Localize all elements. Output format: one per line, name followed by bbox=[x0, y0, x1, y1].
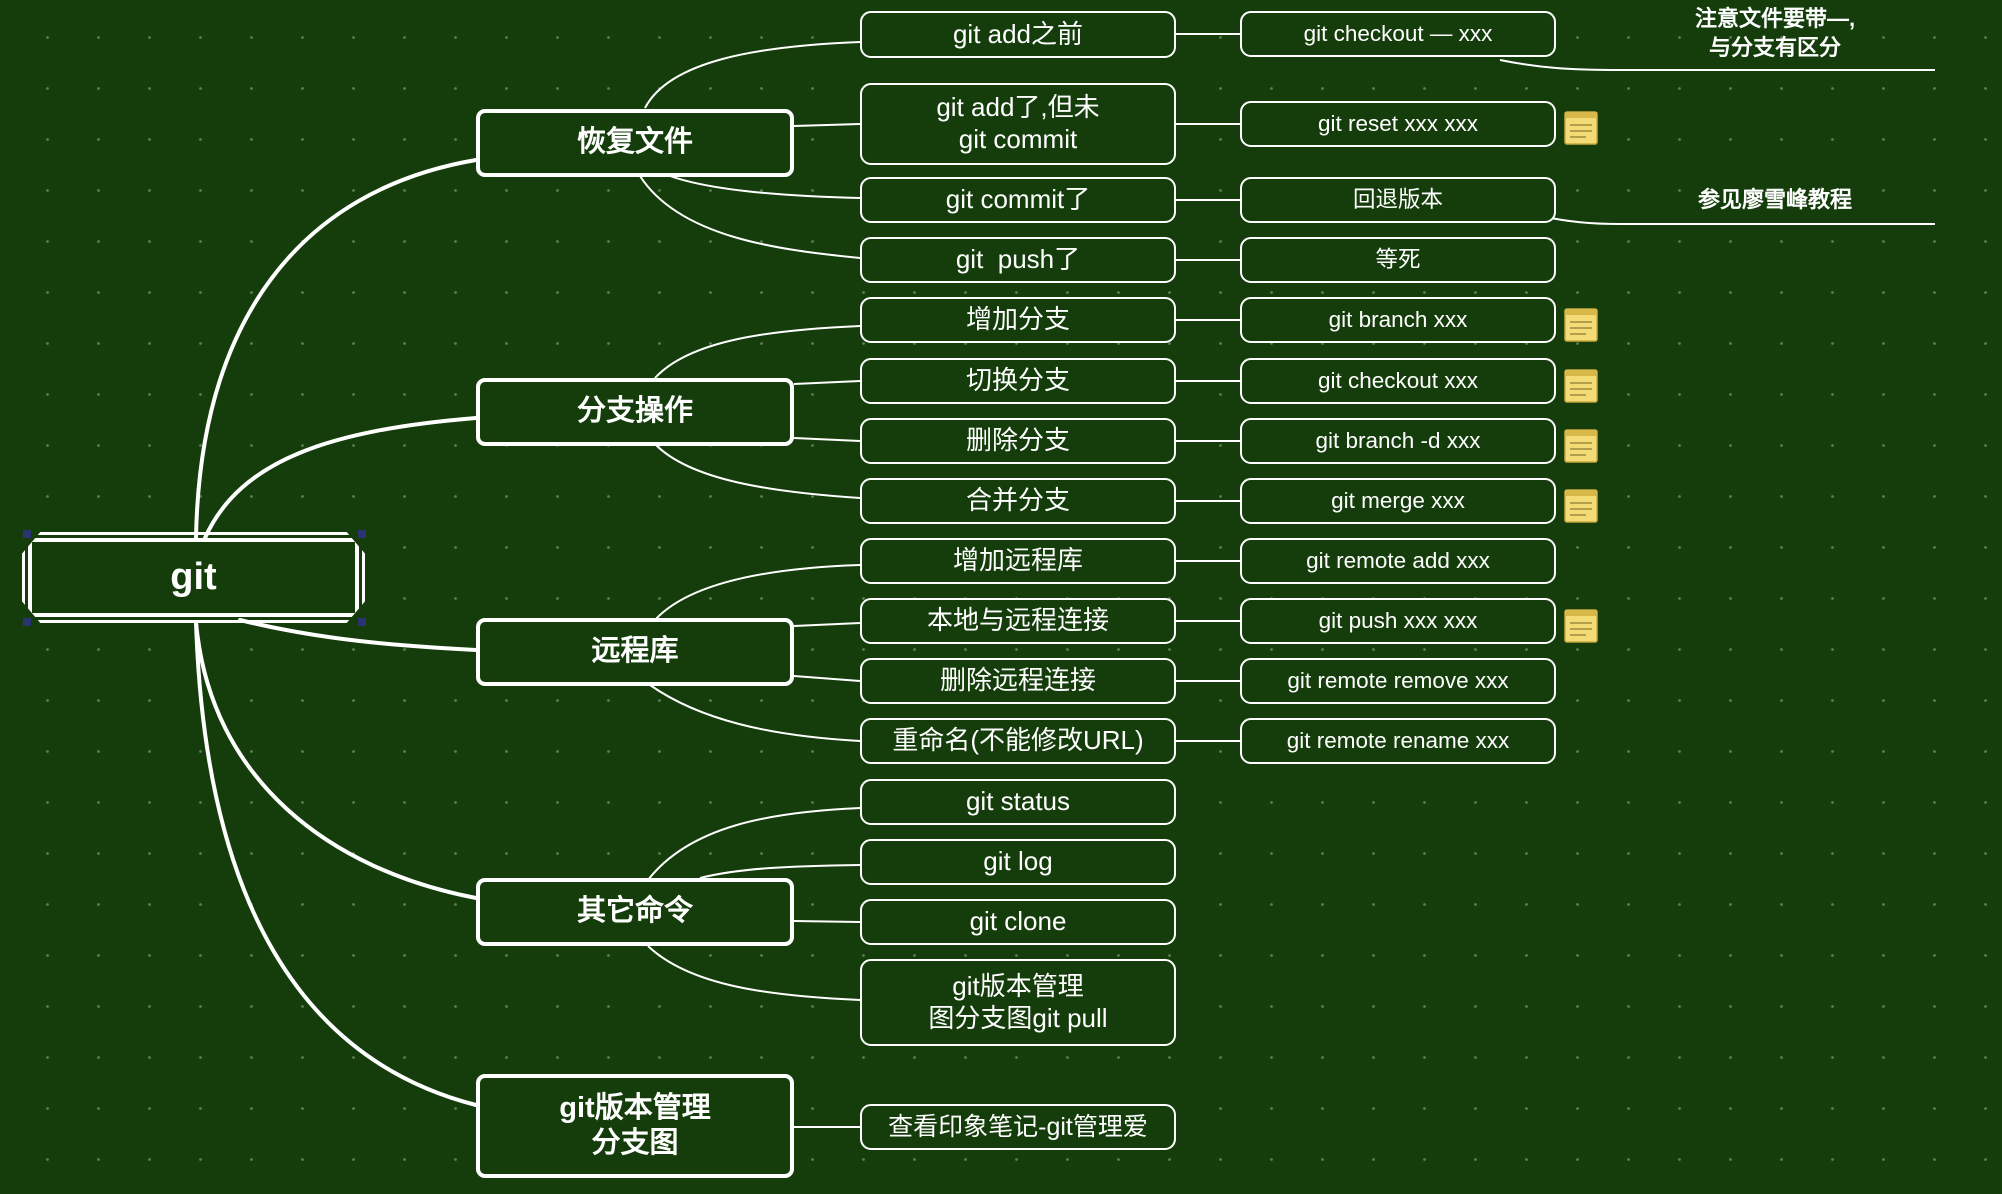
remote-command[interactable]: git remote remove xxx bbox=[1240, 658, 1556, 704]
command-label: git reset xxx xxx bbox=[1317, 111, 1479, 137]
branch-op-topic[interactable]: 切换分支 bbox=[860, 358, 1176, 404]
selection-handle[interactable] bbox=[358, 618, 366, 626]
other-command-topic[interactable]: git版本管理 图分支图git pull bbox=[860, 959, 1176, 1046]
selection-handle[interactable] bbox=[23, 530, 31, 538]
connector-root-branchops bbox=[203, 416, 478, 540]
restore-command[interactable]: 回退版本 bbox=[1240, 177, 1556, 223]
sticky-note-icon[interactable] bbox=[1564, 308, 1598, 342]
other-command-topic[interactable]: git status bbox=[860, 779, 1176, 825]
connector-root-remote bbox=[238, 618, 478, 652]
annotation-rollback-note: 参见廖雪峰教程 bbox=[1697, 187, 1852, 212]
branch-label: 其它命令 bbox=[576, 895, 693, 928]
connector-root-graph bbox=[194, 620, 478, 1107]
command-label: 回退版本 bbox=[1352, 187, 1443, 213]
sticky-note-icon[interactable] bbox=[1564, 609, 1598, 643]
root-node[interactable]: git bbox=[28, 538, 359, 617]
branch-op-command[interactable]: git branch -d xxx bbox=[1240, 418, 1556, 464]
command-label: 等死 bbox=[1375, 247, 1421, 273]
topic-label: git add了,但未 git commit bbox=[936, 92, 1100, 154]
connector-root-restore bbox=[194, 158, 478, 540]
topic-label: 重命名(不能修改URL) bbox=[892, 725, 1144, 756]
branch-restore-files[interactable]: 恢复文件 bbox=[476, 109, 794, 177]
command-label: git remote rename xxx bbox=[1286, 728, 1510, 754]
remote-topic[interactable]: 增加远程库 bbox=[860, 538, 1176, 584]
command-label: git merge xxx bbox=[1331, 488, 1465, 514]
root-label: git bbox=[170, 556, 217, 599]
command-label: git branch xxx bbox=[1328, 307, 1468, 333]
branch-other-commands[interactable]: 其它命令 bbox=[476, 878, 794, 946]
graph-topic[interactable]: 查看印象笔记-git管理爱 bbox=[860, 1104, 1176, 1150]
restore-command[interactable]: git checkout — xxx bbox=[1240, 11, 1556, 57]
connector-root-other bbox=[194, 620, 478, 900]
topic-label: 合并分支 bbox=[965, 485, 1070, 516]
topic-label: git commit了 bbox=[945, 184, 1091, 215]
topic-label: 增加远程库 bbox=[952, 545, 1083, 576]
remote-topic[interactable]: 重命名(不能修改URL) bbox=[860, 718, 1176, 764]
selection-handle[interactable] bbox=[23, 618, 31, 626]
command-label: git push xxx xxx bbox=[1318, 608, 1478, 634]
command-label: git remote add xxx bbox=[1306, 548, 1490, 574]
restore-topic[interactable]: git push了 bbox=[860, 237, 1176, 283]
branch-branch-operations[interactable]: 分支操作 bbox=[476, 378, 794, 446]
branch-op-command[interactable]: git merge xxx bbox=[1240, 478, 1556, 524]
command-label: git remote remove xxx bbox=[1287, 668, 1509, 694]
command-label: git checkout — xxx bbox=[1303, 21, 1493, 47]
remote-command[interactable]: git push xxx xxx bbox=[1240, 598, 1556, 644]
remote-command[interactable]: git remote add xxx bbox=[1240, 538, 1556, 584]
remote-topic[interactable]: 本地与远程连接 bbox=[860, 598, 1176, 644]
sticky-note-icon[interactable] bbox=[1564, 369, 1598, 403]
remote-topic[interactable]: 删除远程连接 bbox=[860, 658, 1176, 704]
restore-topic[interactable]: git add之前 bbox=[860, 11, 1176, 58]
annotation-checkout-note: 注意文件要带—, 与分支有区分 bbox=[1694, 6, 1856, 60]
command-label: git branch -d xxx bbox=[1315, 428, 1481, 454]
topic-label: 本地与远程连接 bbox=[926, 605, 1109, 636]
selection-handle[interactable] bbox=[358, 530, 366, 538]
topic-label: git status bbox=[965, 786, 1071, 817]
topic-label: git clone bbox=[969, 906, 1067, 937]
topic-label: 查看印象笔记-git管理爱 bbox=[888, 1112, 1148, 1141]
other-command-topic[interactable]: git log bbox=[860, 839, 1176, 885]
branch-op-topic[interactable]: 增加分支 bbox=[860, 297, 1176, 343]
restore-command[interactable]: git reset xxx xxx bbox=[1240, 101, 1556, 147]
branch-label: 分支操作 bbox=[576, 395, 693, 428]
topic-label: 删除远程连接 bbox=[939, 665, 1096, 696]
branch-op-command[interactable]: git checkout xxx bbox=[1240, 358, 1556, 404]
branch-remote-repo[interactable]: 远程库 bbox=[476, 618, 794, 686]
branch-version-graph[interactable]: git版本管理 分支图 bbox=[476, 1074, 794, 1178]
branch-op-topic[interactable]: 合并分支 bbox=[860, 478, 1176, 524]
topic-label: git log bbox=[983, 846, 1053, 877]
command-label: git checkout xxx bbox=[1317, 368, 1479, 394]
restore-topic[interactable]: git commit了 bbox=[860, 177, 1176, 223]
sticky-note-icon[interactable] bbox=[1564, 489, 1598, 523]
other-command-topic[interactable]: git clone bbox=[860, 899, 1176, 945]
topic-label: git push了 bbox=[955, 244, 1081, 275]
sticky-note-icon[interactable] bbox=[1564, 429, 1598, 463]
sticky-note-icon[interactable] bbox=[1564, 111, 1598, 145]
topic-label: 增加分支 bbox=[965, 304, 1070, 335]
topic-label: 切换分支 bbox=[965, 365, 1070, 396]
branch-label: 远程库 bbox=[591, 635, 679, 668]
restore-topic[interactable]: git add了,但未 git commit bbox=[860, 83, 1176, 165]
topic-label: git版本管理 图分支图git pull bbox=[928, 970, 1108, 1033]
topic-label: 删除分支 bbox=[965, 425, 1070, 456]
branch-op-command[interactable]: git branch xxx bbox=[1240, 297, 1556, 343]
branch-label: git版本管理 分支图 bbox=[559, 1091, 711, 1159]
remote-command[interactable]: git remote rename xxx bbox=[1240, 718, 1556, 764]
branch-op-topic[interactable]: 删除分支 bbox=[860, 418, 1176, 464]
restore-command[interactable]: 等死 bbox=[1240, 237, 1556, 283]
branch-label: 恢复文件 bbox=[576, 126, 693, 159]
topic-label: git add之前 bbox=[952, 18, 1084, 49]
